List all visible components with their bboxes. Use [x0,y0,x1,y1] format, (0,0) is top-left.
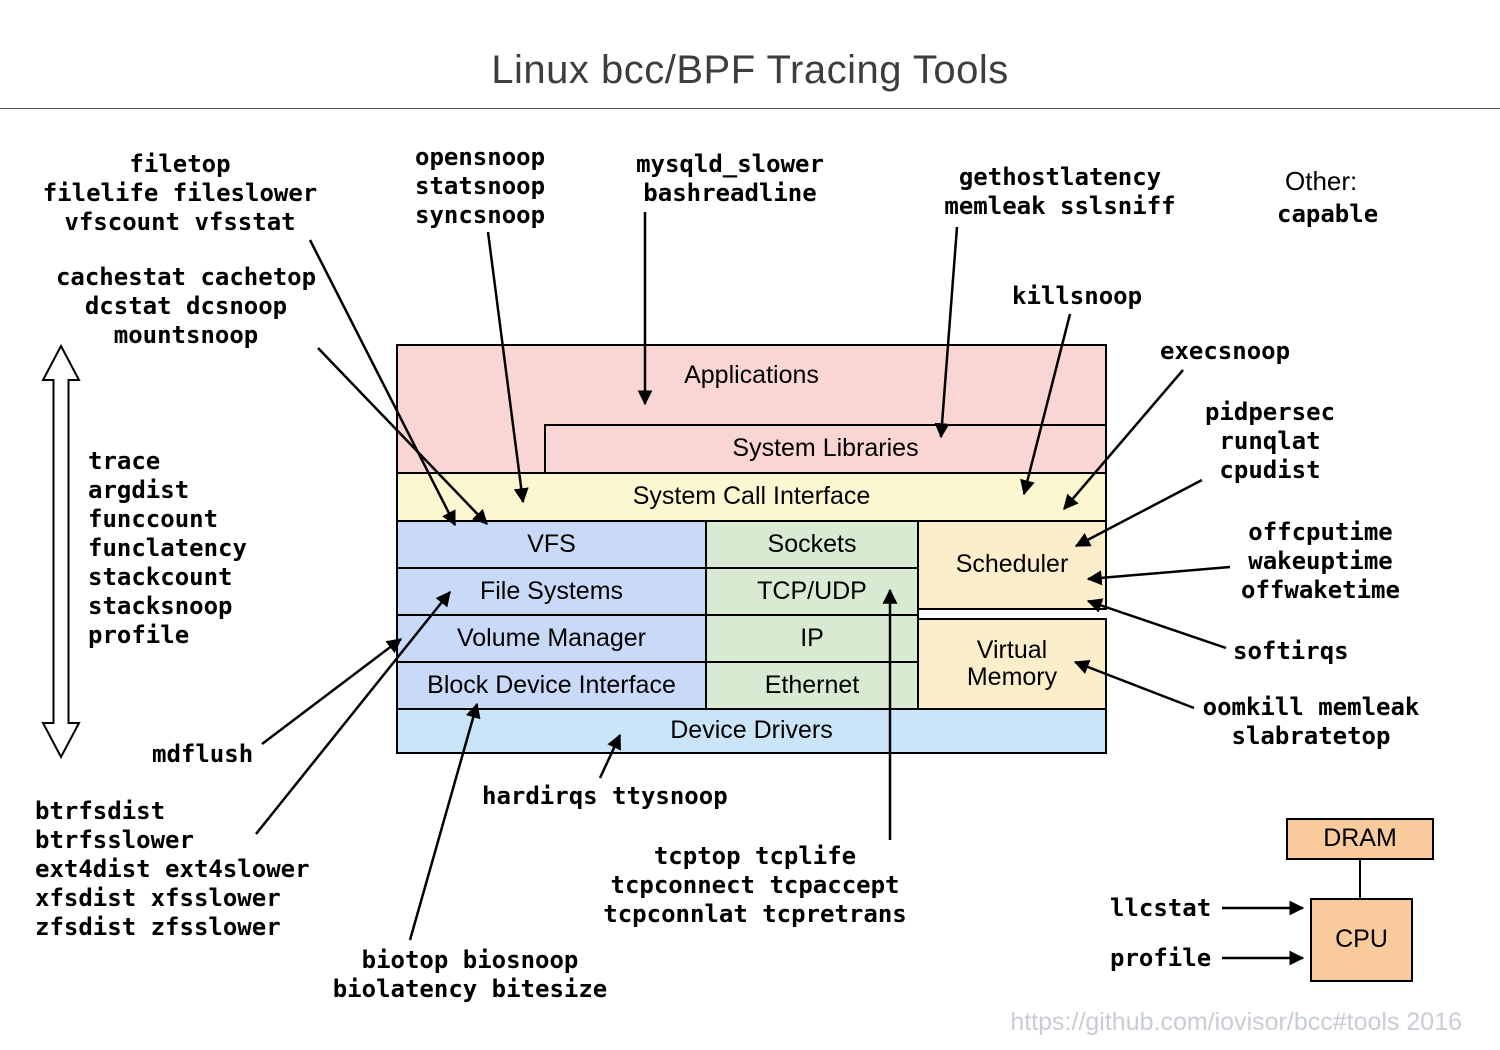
library-tools-label: gethostlatency memleak sslsniff [944,163,1176,220]
llcstat-label: llcstat [1110,894,1212,922]
filesystem-tools-label: btrfsdist btrfsslower ext4dist ext4slowe… [35,797,310,941]
cpu-box: CPU [1310,898,1413,982]
syscall-snoop-tools-label: opensnoop statsnoop syncsnoop [415,143,546,229]
block-device-interface-box: Block Device Interface [396,661,707,710]
memory-tools-label: oomkill memleak slabratetop [1202,693,1420,750]
footer-url: https://github.com/iovisor/bcc#tools 201… [1010,1008,1462,1036]
system-call-interface-box: System Call Interface [396,472,1107,522]
dram-box: DRAM [1286,818,1434,860]
execsnoop-label: execsnoop [1160,337,1291,365]
virtual-memory-label: Virtual Memory [966,635,1058,691]
scheduler-box: Scheduler [917,520,1107,610]
scope-double-arrow [41,343,81,760]
arrow-offcpu-tools-to-scheduler [1086,565,1231,586]
other-tools-label: capable [1277,200,1379,228]
block-device-interface-label: Block Device Interface [427,670,676,699]
ip-label: IP [800,623,824,652]
killsnoop-label: killsnoop [1012,282,1143,310]
device-drivers-label: Device Drivers [670,716,833,745]
other-heading: Other: [1285,166,1358,196]
sockets-box: Sockets [705,520,919,569]
tcp-udp-label: TCP/UDP [757,576,867,605]
page-title: Linux bcc/BPF Tracing Tools [491,48,1009,92]
vfs-box: VFS [396,520,707,569]
ethernet-label: Ethernet [764,670,860,699]
scheduler-label: Scheduler [955,550,1069,579]
offcpu-tools-label: offcputime wakeuptime offwaketime [1241,518,1400,604]
system-call-interface-label: System Call Interface [632,482,871,511]
ethernet-box: Ethernet [705,661,919,710]
cpu-label: CPU [1335,925,1388,954]
device-drivers-box: Device Drivers [396,708,1107,754]
irq-tools-label: hardirqs ttysnoop [482,782,728,810]
file-systems-label: File Systems [479,576,624,605]
arrow-softirqs-to-scheduler [1086,598,1227,650]
volume-manager-box: Volume Manager [396,614,707,663]
title-divider [0,108,1500,109]
arrow-mdflush-to-volume-manager [261,638,402,745]
tcp-udp-box: TCP/UDP [705,567,919,616]
volume-manager-label: Volume Manager [456,623,646,652]
mdflush-label: mdflush [152,740,254,768]
applications-label: Applications [684,361,819,389]
virtual-memory-box: Virtual Memory [917,618,1107,710]
file-tools-label: filetop filelife fileslower vfscount vfs… [42,150,318,236]
block-io-tools-label: biotop biosnoop biolatency bitesize [332,946,608,1003]
cache-tools-label: cachestat cachetop dcstat dcsnoop mounts… [55,263,317,349]
file-systems-box: File Systems [396,567,707,616]
softirqs-label: softirqs [1233,637,1349,665]
sockets-label: Sockets [767,529,857,558]
application-tools-label: mysqld_slower bashreadline [636,150,824,207]
profile-label: profile [1110,944,1212,972]
vfs-label: VFS [527,529,576,558]
tcp-tools-label: tcptop tcplife tcpconnect tcpaccept tcpc… [603,842,907,928]
scheduler-tools-label: pidpersec runqlat cpudist [1204,398,1336,484]
system-libraries-label: System Libraries [732,434,919,463]
ip-box: IP [705,614,919,663]
dram-label: DRAM [1323,824,1397,853]
generic-tools-label: trace argdist funccount funclatency stac… [88,447,247,649]
system-libraries-box: System Libraries [544,424,1107,474]
